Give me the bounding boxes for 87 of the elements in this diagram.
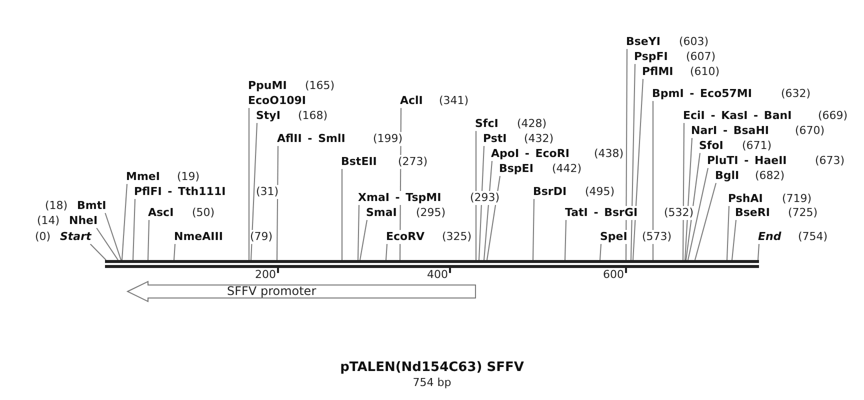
leader-line — [684, 138, 692, 260]
position-label: (754) — [798, 230, 828, 244]
position-label: (682) — [755, 169, 785, 183]
position-label: (428) — [517, 117, 547, 131]
position-label: (610) — [690, 65, 720, 79]
feature-label: SFFV promoter — [227, 284, 316, 299]
position-label: (670) — [795, 124, 825, 138]
leader-line — [358, 204, 360, 260]
position-label: (168) — [298, 109, 328, 123]
position-label: (19) — [177, 170, 200, 184]
tick-label: 400 — [426, 268, 448, 281]
leader-line — [600, 244, 602, 260]
leader-line — [630, 64, 636, 260]
position-label: (603) — [679, 35, 709, 49]
enzyme-label: Start — [60, 230, 92, 244]
enzyme-label: ApoI - EcoRI — [491, 147, 570, 161]
leader-line — [478, 146, 484, 260]
position-label: (165) — [305, 79, 335, 93]
leader-line — [726, 206, 730, 260]
leader-line — [632, 78, 644, 260]
leader-line — [132, 198, 136, 260]
enzyme-label: SfoI — [699, 139, 724, 153]
position-label: (199) — [373, 132, 403, 146]
position-label: (0) — [35, 230, 51, 244]
position-label: (607) — [686, 50, 716, 64]
leader-line — [652, 100, 654, 260]
position-label: (669) — [818, 109, 848, 123]
position-label: (18) — [45, 199, 68, 213]
enzyme-label: BpmI - Eco57MI — [652, 87, 752, 101]
leader-line — [90, 244, 106, 260]
enzyme-label: PluTI - HaeII — [707, 154, 787, 168]
sequence-backbone — [105, 260, 759, 268]
enzyme-label: SmaI — [366, 206, 397, 220]
leader-line — [564, 220, 566, 260]
position-label: (532) — [664, 206, 694, 220]
enzyme-label: EcoRV — [386, 230, 425, 244]
leader-line — [174, 244, 176, 260]
position-label: (341) — [439, 94, 469, 108]
tick-label: 600 — [602, 268, 624, 281]
enzyme-label: TatI - BsrGI — [565, 206, 638, 220]
leader-line — [248, 108, 250, 260]
enzyme-label: SpeI — [600, 230, 628, 244]
position-label: (325) — [442, 230, 472, 244]
position-label: (442) — [552, 162, 582, 176]
sequence-length: 754 bp — [412, 376, 452, 389]
leader-line — [250, 122, 258, 260]
enzyme-label: PspFI — [634, 50, 668, 64]
leader-line — [732, 220, 736, 260]
position-label: (438) — [594, 147, 624, 161]
leader-line — [96, 228, 118, 260]
leader-line — [360, 220, 368, 260]
position-label: (31) — [256, 185, 279, 199]
leader-line — [122, 184, 128, 260]
position-label: (14) — [37, 214, 60, 228]
enzyme-label: NheI — [69, 214, 98, 228]
position-label: (432) — [524, 132, 554, 146]
position-label: (495) — [585, 185, 615, 199]
position-label: (295) — [416, 206, 446, 220]
tick-label: 200 — [254, 268, 276, 281]
leader-line — [484, 160, 492, 260]
enzyme-label: BspEI — [499, 162, 534, 176]
enzyme-label: XmaI - TspMI — [358, 191, 442, 205]
leader-line — [758, 244, 760, 260]
leader-line — [148, 220, 150, 260]
position-label: (719) — [782, 192, 812, 206]
enzyme-label: BmtI — [77, 199, 106, 213]
leader-line — [682, 122, 684, 260]
leader-line — [694, 182, 716, 260]
leader-line — [532, 198, 534, 260]
map-title: pTALEN(Nd154C63) SFFV — [340, 360, 524, 375]
position-label: (50) — [192, 206, 215, 220]
position-label: (273) — [398, 155, 428, 169]
position-label: (671) — [742, 139, 772, 153]
enzyme-label: PpuMI — [248, 79, 287, 93]
position-label: (632) — [781, 87, 811, 101]
leader-line — [626, 48, 628, 260]
leader-line — [386, 244, 388, 260]
leader-line — [104, 212, 122, 260]
position-label: (725) — [788, 206, 818, 220]
leader-line — [276, 146, 278, 260]
position-label: (293) — [470, 191, 500, 205]
enzyme-label: BglI — [715, 169, 740, 183]
position-label: (79) — [250, 230, 273, 244]
leader-line — [688, 168, 708, 260]
position-label: (573) — [642, 230, 672, 244]
position-label: (673) — [815, 154, 845, 168]
enzyme-label: StyI — [256, 109, 280, 123]
